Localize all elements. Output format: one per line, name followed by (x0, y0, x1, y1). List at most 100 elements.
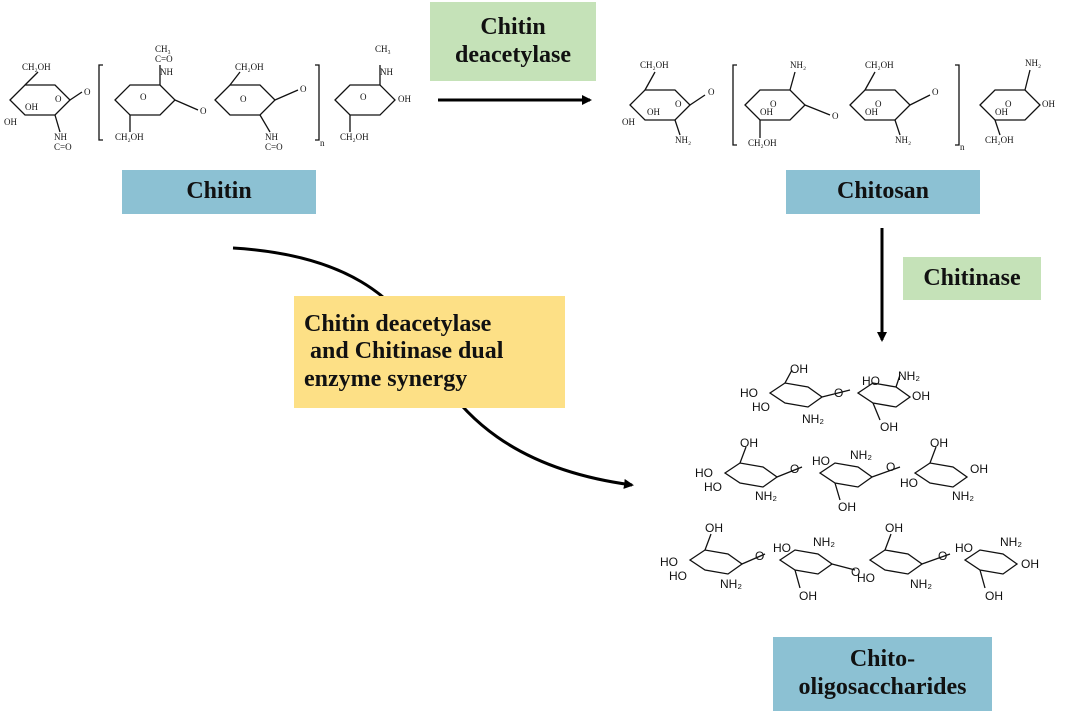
chitin-co-1: C=O (54, 142, 72, 152)
chitin-ch3-2: CH₃ (155, 44, 171, 54)
chitosan-link-o-1: O (708, 87, 715, 97)
dimer-ho-1: HO (740, 386, 758, 400)
chitosan-nh2-1: NH₂ (675, 135, 691, 145)
dimer-oh-end: OH (912, 389, 930, 403)
chito-oligosaccharides-label: Chito- oligosaccharides (773, 637, 992, 711)
dual-line-2: and Chitinase dual (310, 338, 504, 365)
tetramer-oh-top-1: OH (705, 521, 723, 535)
tetramer-ho-4: HO (857, 571, 875, 585)
trimer-oh-top-3: OH (930, 436, 948, 450)
dimer-nh2-1: NH₂ (802, 412, 824, 426)
chitosan-link-o-3: O (932, 87, 939, 97)
chitin-structure: CH₂OH O OH OH NH C=O O CH₃ C=O NH O CH₂O… (4, 44, 411, 152)
chitin-link-o-3: O (300, 84, 307, 94)
chitin-ring-o-3: O (240, 94, 247, 104)
chitin-ring-o-1: O (55, 94, 62, 104)
dual-line-3: enzyme synergy (304, 365, 468, 392)
dual-line-1: Chitin deacetylase (304, 310, 492, 337)
chito-oligo-line-2: oligosaccharides (798, 674, 967, 700)
chitosan-ch2oh-2: CH₂OH (748, 138, 777, 148)
chitosan-ring-o-1: O (675, 99, 682, 109)
chitin-nh-2: NH (160, 67, 173, 77)
trimer-nh2-1: NH₂ (755, 489, 777, 503)
chitosan-ring-o-4: O (1005, 99, 1012, 109)
dimer-link-o: O (834, 386, 843, 400)
trimer-ho-1: HO (695, 466, 713, 480)
chitin-ch2oh-2: CH₂OH (115, 132, 144, 142)
chitinase-label: Chitinase (903, 257, 1041, 300)
chitosan-oh-end: OH (622, 117, 635, 127)
chitosan-ring-o-2: O (770, 99, 777, 109)
chitin-ring-o-2: O (140, 92, 147, 102)
dimer-nh2-2: NH₂ (898, 369, 920, 383)
tetramer-ho-5: HO (955, 541, 973, 555)
chitin-ch2oh-1: CH₂OH (22, 62, 51, 72)
chitin-label: Chitin (122, 170, 316, 214)
chitin-link-o-1: O (84, 87, 91, 97)
chitosan-label-text: Chitosan (836, 178, 930, 205)
tetramer-oh-bottom-2: OH (799, 589, 817, 603)
trimer-oh-end: OH (970, 462, 988, 476)
chitosan-oh-1: OH (647, 107, 660, 117)
chitosan-nh2-2: NH₂ (790, 60, 806, 70)
chitin-nh-3: NH (265, 132, 278, 142)
tetramer-ho-2: HO (669, 569, 687, 583)
chitosan-ring-o-3: O (875, 99, 882, 109)
oligo-trimer-structure: OH HO HO NH₂ O HO NH₂ OH O OH HO OH NH₂ (695, 436, 988, 514)
chitosan-subscript-n: n (960, 142, 965, 152)
chitin-oh-1: OH (25, 102, 38, 112)
deacetylase-line-1: Chitin (480, 13, 546, 40)
chitin-ch3-4: CH₃ (375, 44, 391, 54)
trimer-link-o-2: O (886, 460, 895, 474)
chitin-label-text: Chitin (186, 178, 252, 205)
tetramer-nh2-3: NH₂ (910, 577, 932, 591)
chitin-ring-o-4: O (360, 92, 367, 102)
trimer-ho-2: HO (704, 480, 722, 494)
chitosan-ch2oh-1: CH₂OH (640, 60, 669, 70)
chitin-oh-end: OH (4, 117, 17, 127)
chitin-subscript-n: n (320, 138, 325, 148)
chitin-ch2oh-4: CH₂OH (340, 132, 369, 142)
chitosan-ch2oh-3: CH₂OH (865, 60, 894, 70)
chitosan-ch2oh-4: CH₂OH (985, 135, 1014, 145)
tetramer-nh2-4: NH₂ (1000, 535, 1022, 549)
chitin-nh-1: NH (54, 132, 67, 142)
dimer-oh-top: OH (790, 362, 808, 376)
chitin-link-o-2: O (200, 106, 207, 116)
dimer-ho-2: HO (752, 400, 770, 414)
trimer-link-o-1: O (790, 462, 799, 476)
chitosan-nh2-4: NH₂ (1025, 58, 1041, 68)
trimer-oh-bottom: OH (838, 500, 856, 514)
tetramer-oh-end: OH (1021, 557, 1039, 571)
chitin-co-2: C=O (155, 54, 173, 64)
dimer-ho-3: HO (862, 374, 880, 388)
tetramer-ho-1: HO (660, 555, 678, 569)
tetramer-nh2-1: NH₂ (720, 577, 742, 591)
trimer-ho-3: HO (812, 454, 830, 468)
trimer-oh-top-1: OH (740, 436, 758, 450)
tetramer-nh2-2: NH₂ (813, 535, 835, 549)
deacetylase-line-2: deacetylase (455, 41, 571, 68)
chitosan-oh-3: OH (865, 107, 878, 117)
chitin-nh-4: NH (380, 67, 393, 77)
trimer-nh2-2: NH₂ (850, 448, 872, 462)
tetramer-link-o-2: O (851, 565, 860, 579)
chitosan-structure: CH₂OH O OH OH NH₂ O NH₂ O OH CH₂OH O CH₂… (622, 58, 1055, 152)
trimer-nh2-3: NH₂ (952, 489, 974, 503)
dual-enzyme-synergy-label: Chitin deacetylase and Chitinase dual en… (294, 296, 565, 408)
tetramer-link-o-1: O (755, 549, 764, 563)
chitosan-label: Chitosan (786, 170, 980, 214)
chitosan-link-o-2: O (832, 111, 839, 121)
oligo-tetramer-structure: OH HO HO NH₂ O HO NH₂ OH O OH HO NH₂ O H… (660, 521, 1039, 603)
chitosan-oh-2: OH (760, 107, 773, 117)
chitin-ch2oh-3: CH₂OH (235, 62, 264, 72)
chitin-deacetylase-label: Chitin deacetylase (430, 2, 596, 81)
tetramer-oh-bottom-4: OH (985, 589, 1003, 603)
chitinase-label-text: Chitinase (923, 264, 1021, 291)
chitosan-nh2-3: NH₂ (895, 135, 911, 145)
trimer-ho-4: HO (900, 476, 918, 490)
chitosan-oh-4: OH (995, 107, 1008, 117)
dimer-oh-bottom: OH (880, 420, 898, 434)
tetramer-oh-top-3: OH (885, 521, 903, 535)
